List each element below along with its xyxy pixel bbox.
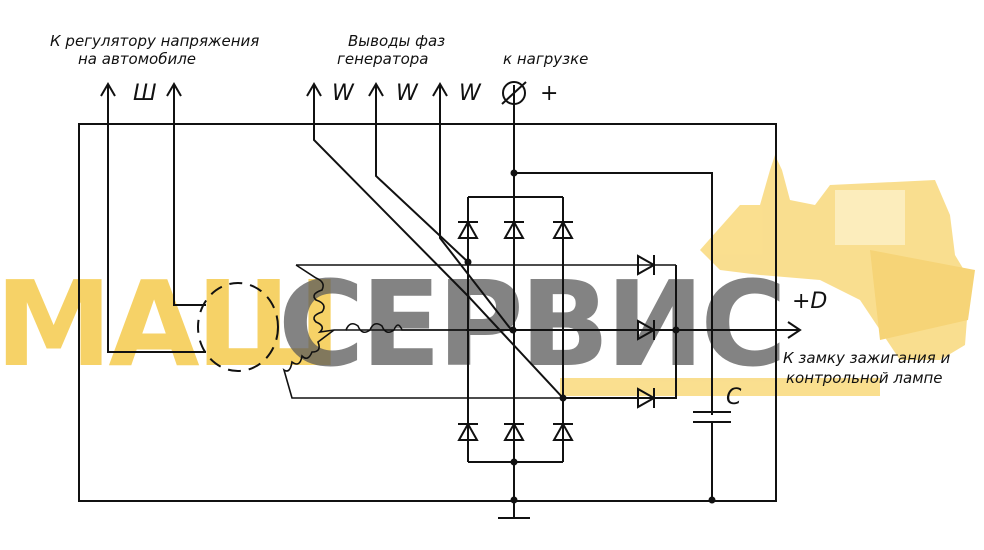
phase-leads (306, 82, 564, 399)
field-winding-leads (100, 82, 279, 372)
ignition-label-line2: контрольной лампе (786, 369, 943, 387)
load-label: к нагрузке (503, 50, 588, 68)
regulator-label-line2: на автомобиле (78, 50, 196, 68)
phase-symbol-3: W (459, 81, 482, 106)
rotor-winding (197, 282, 279, 372)
excavator-watermark-icon (560, 155, 975, 396)
rectifier-bridge (457, 169, 802, 518)
phase-symbol-2: W (396, 81, 419, 106)
capacitor-symbol: C (726, 385, 742, 410)
phase-symbol-1: W (332, 81, 355, 106)
d-plus-symbol: +D (792, 289, 827, 314)
field-symbol: Ш (133, 81, 157, 106)
phases-label-line1: Выводы фаз (348, 32, 445, 50)
ignition-label-line1: К замку зажигания и (783, 349, 950, 367)
plus-symbol: + (540, 81, 558, 106)
stator-windings (282, 264, 676, 399)
phases-label-line2: генератора (337, 50, 429, 68)
generator-housing (78, 123, 777, 502)
excitation-diodes (563, 254, 680, 409)
load-output (501, 81, 713, 415)
regulator-label-line1: К регулятору напряжения (50, 32, 259, 50)
capacitor (510, 411, 731, 504)
watermark-text-servis: СЕРВИС (278, 255, 783, 393)
